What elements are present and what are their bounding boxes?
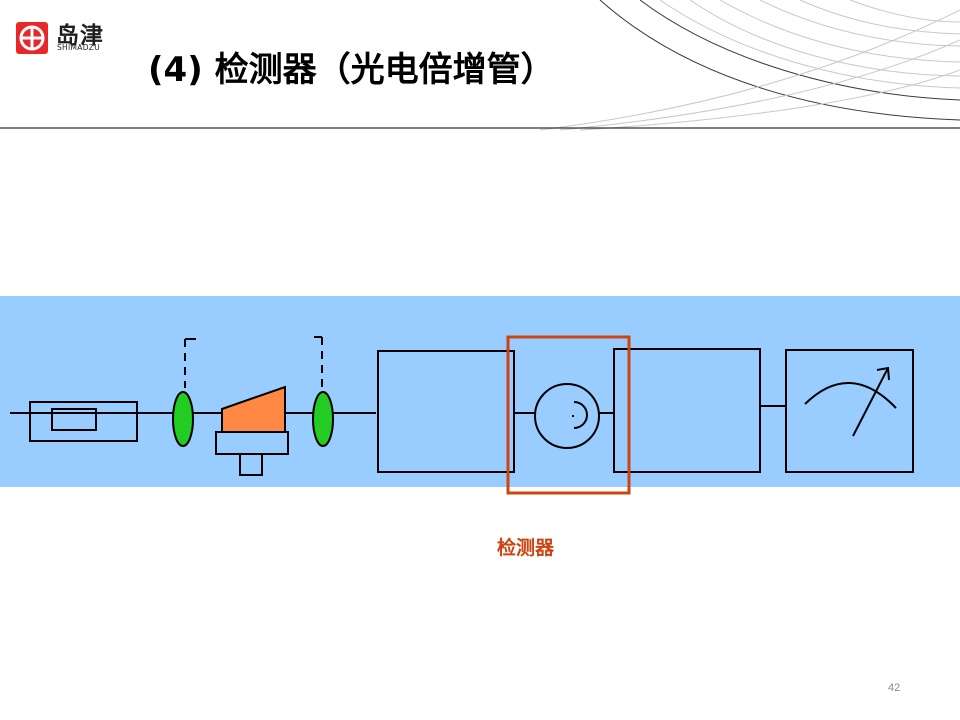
spectrometer-diagram — [10, 335, 914, 495]
monochromator-icon — [215, 385, 289, 476]
logo-english-text: SHIMADZU — [57, 43, 101, 52]
page-title: (4) 检测器（光电倍增管） — [148, 50, 555, 90]
monochromator-box — [377, 350, 515, 473]
detector-label: 检测器 — [497, 537, 555, 559]
light-source-icon — [29, 401, 138, 442]
lens-icon — [312, 336, 334, 447]
logo-chinese-text: 岛津 — [56, 23, 104, 49]
shimadzu-logo-icon — [16, 22, 48, 54]
lens-icon — [172, 338, 196, 447]
amplifier-box — [613, 348, 761, 473]
detector-icon — [534, 383, 600, 449]
detector-highlight-box — [506, 335, 631, 495]
diagram-background — [0, 296, 960, 487]
header-decoration — [0, 0, 960, 131]
meter-icon — [785, 349, 914, 473]
page-number: 42 — [888, 682, 901, 694]
